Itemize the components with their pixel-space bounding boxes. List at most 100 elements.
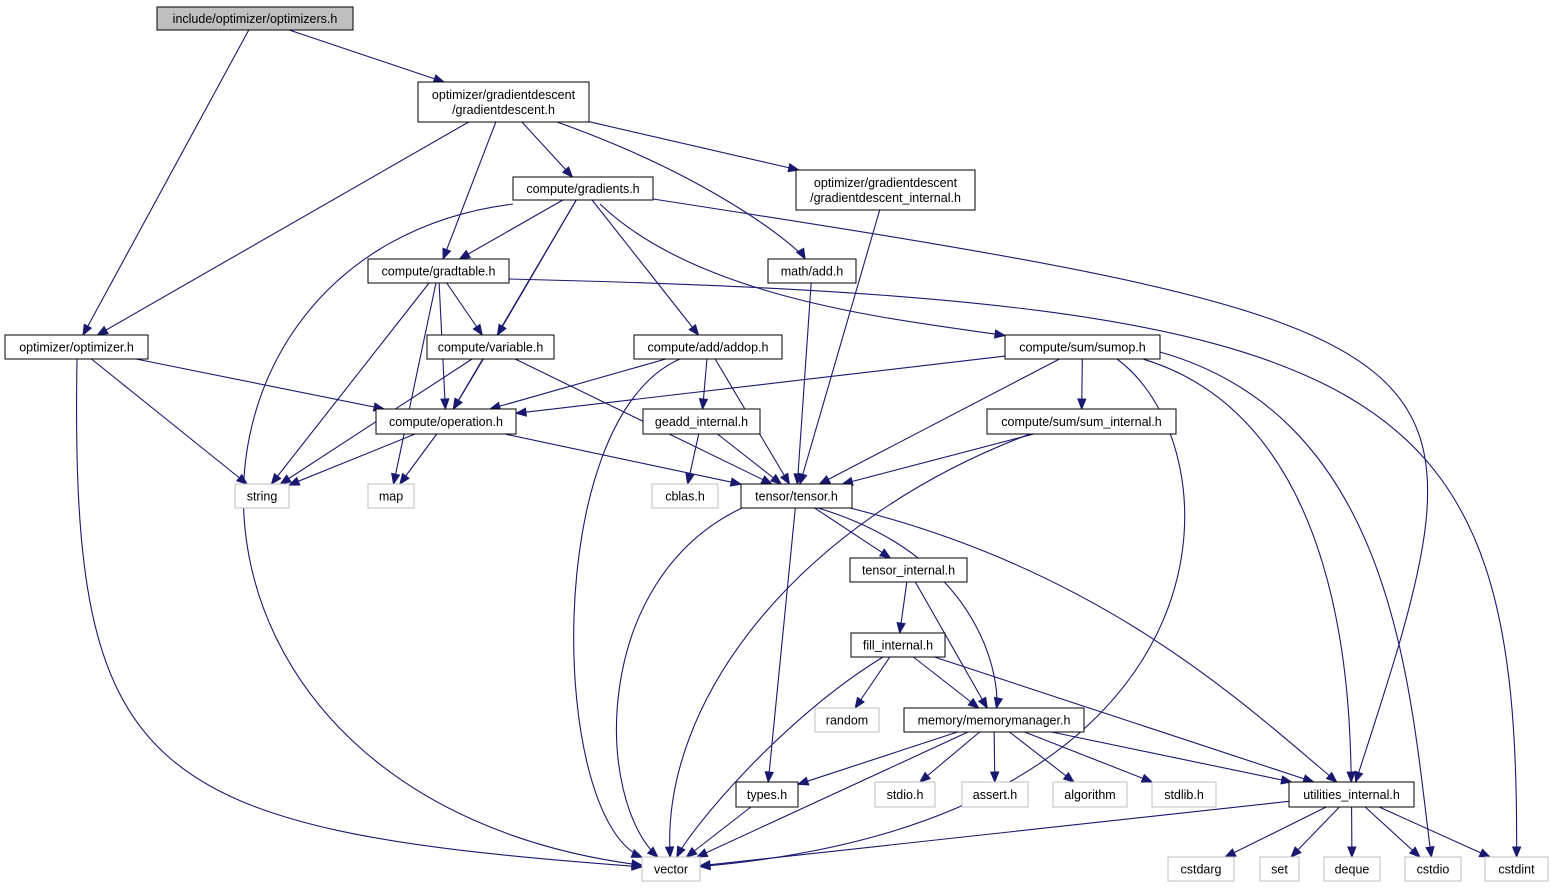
node-sumop[interactable]: compute/sum/sumop.h	[1004, 334, 1161, 360]
node-utilities[interactable]: utilities_internal.h	[1288, 781, 1415, 808]
edge-memory-to-utilities	[1051, 731, 1293, 785]
edge-gradients-to-sumop	[599, 203, 1007, 339]
node-optimizers[interactable]: include/optimizer/optimizers.h	[156, 6, 354, 31]
arrowhead	[1511, 846, 1522, 859]
node-box	[367, 258, 510, 284]
edge-sumop-to-operation	[514, 355, 1006, 417]
arrowhead	[854, 696, 865, 710]
node-label: cstdarg	[1181, 863, 1222, 877]
node-geadd[interactable]: geadd_internal.h	[642, 408, 761, 435]
node-label: optimizer/optimizer.h	[19, 341, 134, 355]
node-gd[interactable]: optimizer/gradientdescent/gradientdescen…	[417, 81, 590, 123]
node-box	[1323, 856, 1381, 882]
node-add[interactable]: math/add.h	[767, 258, 857, 284]
node-algorithm: algorithm	[1052, 781, 1128, 808]
arrowhead	[452, 397, 463, 411]
node-set: set	[1259, 856, 1300, 882]
node-suminternal[interactable]: compute/sum/sum_internal.h	[986, 408, 1177, 435]
node-box	[633, 334, 783, 360]
arrowhead	[1478, 848, 1492, 858]
node-box	[234, 483, 290, 509]
edge-tensorinternal-to-fill	[896, 581, 908, 635]
node-tensor[interactable]: tensor/tensor.h	[740, 483, 853, 509]
edge-memory-to-algorithm	[1009, 731, 1075, 783]
node-addop[interactable]: compute/add/addop.h	[633, 334, 783, 360]
edge-tensor-to-memory	[817, 507, 1004, 710]
node-box	[1151, 781, 1217, 808]
node-variable[interactable]: compute/variable.h	[426, 334, 555, 360]
node-optimizer[interactable]: optimizer/optimizer.h	[4, 334, 149, 360]
node-box	[1004, 334, 1161, 360]
edge-utilities-to-cstdint	[1378, 806, 1492, 858]
node-label: compute/gradients.h	[526, 182, 639, 196]
arrowhead	[1062, 771, 1075, 783]
edge-suminternal-to-tensor	[841, 433, 1034, 486]
edge-sumop-to-tensor	[818, 358, 1060, 485]
node-fill[interactable]: fill_internal.h	[850, 632, 946, 658]
node-label: compute/gradtable.h	[382, 265, 496, 279]
node-box	[795, 169, 976, 211]
node-gdi[interactable]: optimizer/gradientdescent/gradientdescen…	[795, 169, 976, 211]
arrowhead	[1425, 845, 1435, 859]
edge-gradtable-to-string	[270, 282, 430, 486]
node-cstdio: cstdio	[1404, 856, 1462, 882]
node-box	[1167, 856, 1235, 882]
node-box	[4, 334, 149, 360]
arrowhead	[793, 473, 803, 486]
edge-utilities-to-deque	[1347, 806, 1357, 859]
node-label: algorithm	[1064, 788, 1115, 802]
edge-utilities-to-cstdio	[1364, 806, 1421, 858]
arrowhead	[561, 166, 574, 178]
node-box	[874, 781, 936, 808]
node-cblas: cblas.h	[651, 483, 719, 509]
node-label: include/optimizer/optimizers.h	[173, 12, 338, 26]
arrowhead	[630, 848, 644, 858]
arrowhead	[631, 861, 644, 871]
node-box	[850, 632, 946, 658]
edge-gradients-to-gradtable	[458, 199, 564, 260]
arrowhead	[698, 859, 711, 870]
node-box	[1484, 856, 1549, 882]
edge-memory-to-vector	[695, 731, 969, 858]
arrowhead	[1140, 773, 1154, 783]
node-box	[642, 408, 761, 435]
node-box	[426, 334, 555, 360]
edge-add-to-tensor	[793, 282, 812, 486]
node-box	[1404, 856, 1462, 882]
node-gradients[interactable]: compute/gradients.h	[512, 176, 654, 201]
arrowhead	[698, 398, 709, 411]
node-label: memory/memorymanager.h	[918, 714, 1071, 728]
arrowhead	[779, 472, 791, 486]
node-label: optimizer/gradientdescent	[432, 88, 576, 102]
arrowhead	[729, 477, 743, 487]
edge-memory-to-stdio	[918, 731, 981, 783]
node-label: optimizer/gradientdescent	[814, 176, 958, 190]
arrowhead	[918, 771, 932, 783]
node-types[interactable]: types.h	[735, 781, 799, 808]
edge-gradients-to-utilities	[652, 198, 1429, 784]
edge-gd-to-optimizer	[96, 121, 469, 336]
edge-tensorinternal-to-memory	[914, 581, 988, 710]
node-memory[interactable]: memory/memorymanager.h	[903, 707, 1085, 733]
node-label: set	[1271, 863, 1288, 877]
arrowhead	[440, 398, 450, 411]
node-string: string	[234, 483, 290, 509]
arrowhead	[760, 475, 774, 485]
arrowhead	[688, 323, 700, 337]
arrowhead	[795, 247, 806, 261]
arrowhead	[1346, 771, 1356, 784]
node-gradtable[interactable]: compute/gradtable.h	[367, 258, 510, 284]
arrowhead	[1347, 846, 1357, 859]
node-label: utilities_internal.h	[1303, 788, 1400, 802]
node-operation[interactable]: compute/operation.h	[375, 408, 517, 435]
edge-fill-to-vector	[676, 656, 884, 859]
edge-utilities-to-vector	[698, 800, 1290, 870]
edge-geadd-to-tensor	[717, 433, 783, 485]
edge-memory-to-assert	[989, 731, 1000, 784]
node-tensorinternal[interactable]: tensor_internal.h	[849, 557, 968, 583]
node-label: stdio.h	[887, 788, 924, 802]
arrowhead	[1077, 398, 1087, 411]
node-box	[767, 258, 857, 284]
edge-geadd-to-cblas	[685, 433, 700, 486]
node-label: types.h	[747, 788, 787, 802]
